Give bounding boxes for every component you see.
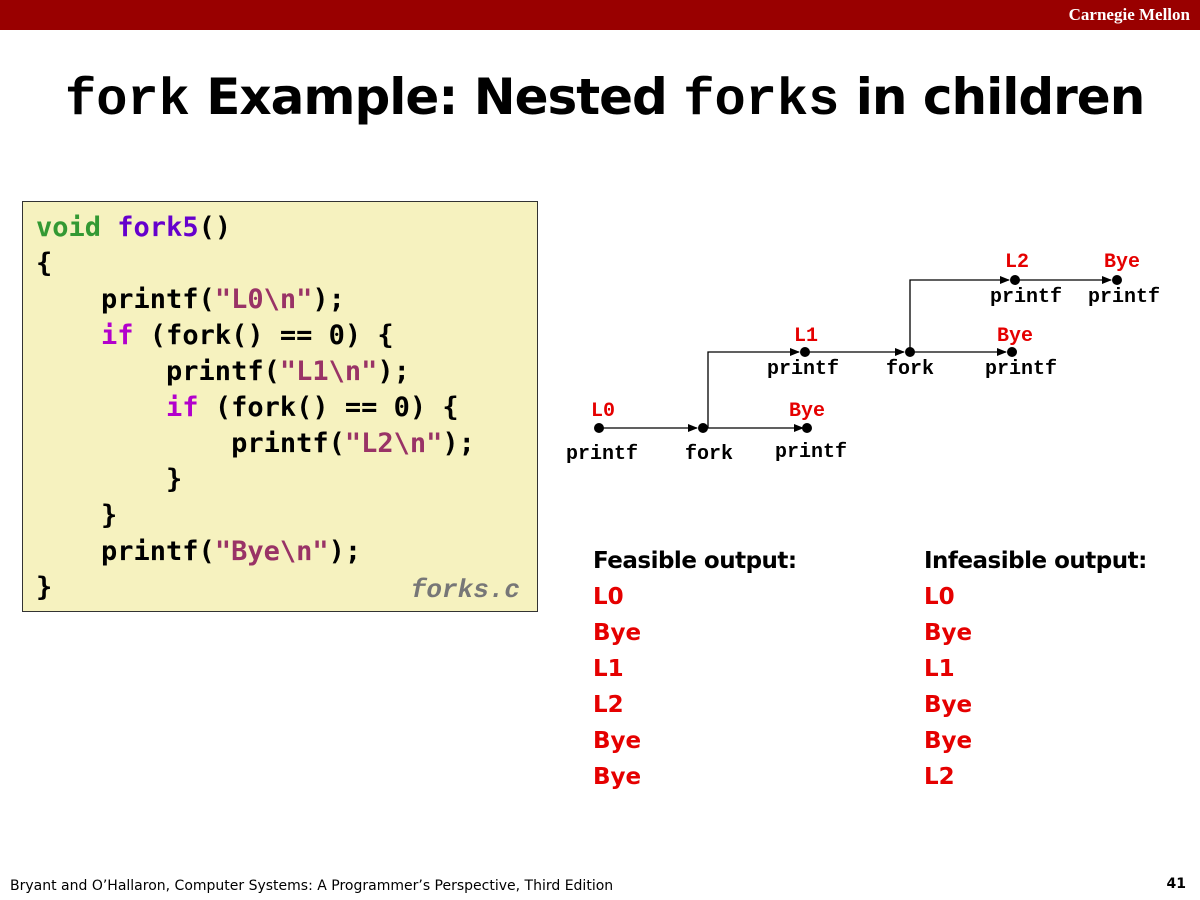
graph-edge-grandchild-1 <box>909 276 1010 352</box>
graph-node-child-printf-bye <box>1007 347 1017 357</box>
code-text: printf( <box>36 428 345 459</box>
code-text: ); <box>312 284 345 315</box>
graph-output-l2: L2 <box>1005 251 1029 274</box>
graph-output-bye-child: Bye <box>997 325 1033 348</box>
code-indent <box>36 320 101 351</box>
feasible-output-line: Bye <box>593 728 642 754</box>
code-string: "L1\n" <box>279 356 378 387</box>
code-box: void fork5() { printf("L0\n"); if (fork(… <box>22 201 538 612</box>
code-keyword: void <box>36 212 102 243</box>
title-code-fork: fork <box>65 71 190 130</box>
feasible-output-line: Bye <box>593 764 642 790</box>
code-text: (fork() == 0) { <box>198 392 459 423</box>
infeasible-output-line: L0 <box>924 584 955 610</box>
feasible-output-line: L0 <box>593 584 624 610</box>
graph-op-main-printf: printf <box>566 443 638 466</box>
page-number: 41 <box>1166 876 1186 892</box>
code-text: () <box>198 212 232 243</box>
code-filename: forks.c <box>410 575 520 605</box>
graph-node-child-fork <box>905 347 915 357</box>
graph-output-l1: L1 <box>794 325 818 348</box>
code-text: printf( <box>36 536 215 567</box>
graph-edge-child-1 <box>707 348 800 428</box>
graph-node-main-fork <box>698 423 708 433</box>
graph-op-child-printf: printf <box>767 358 839 381</box>
process-graph: L0 Bye L1 Bye L2 Bye printf fork printf … <box>566 251 1160 466</box>
feasible-output-heading: Feasible output: <box>593 548 797 574</box>
code-text: ); <box>328 536 362 567</box>
code-text: } <box>36 500 118 531</box>
graph-node-grandchild-printf-bye <box>1112 275 1122 285</box>
feasible-output-line: L2 <box>593 692 624 718</box>
graph-output-bye-main: Bye <box>789 400 825 423</box>
graph-op-grandchild-printf: printf <box>990 286 1062 309</box>
feasible-output-line: L1 <box>593 656 624 682</box>
code-text: } <box>36 572 53 603</box>
title-code-forks: forks <box>683 71 840 130</box>
code-string: "L0\n" <box>214 284 313 315</box>
title-text-1: Example: Nested <box>189 68 684 126</box>
graph-output-bye-grandchild: Bye <box>1104 251 1140 274</box>
infeasible-output-line: Bye <box>924 620 973 646</box>
graph-op-grandchild-printf-bye: printf <box>1088 286 1160 309</box>
graph-node-child-printf <box>800 347 810 357</box>
code-text: printf( <box>36 356 280 387</box>
graph-node-main-printf-bye <box>802 423 812 433</box>
code-text: } <box>36 464 183 495</box>
graph-node-grandchild-printf <box>1010 275 1020 285</box>
graph-op-main-fork: fork <box>685 443 733 466</box>
brand-label: Carnegie Mellon <box>1068 5 1190 24</box>
code-text: (fork() == 0) { <box>133 320 394 351</box>
graph-op-main-printf-bye: printf <box>775 441 847 464</box>
graph-output-l0: L0 <box>591 400 615 423</box>
feasible-output-line: Bye <box>593 620 642 646</box>
infeasible-output-line: Bye <box>924 692 973 718</box>
code-text: ); <box>377 356 410 387</box>
infeasible-output-heading: Infeasible output: <box>924 548 1147 574</box>
code-indent <box>36 392 166 423</box>
slide-title: fork Example: Nested forks in children <box>65 68 1146 138</box>
footer-citation: Bryant and O’Hallaron, Computer Systems:… <box>10 878 614 894</box>
code-function-name: fork5 <box>117 212 199 243</box>
code-string: "L2\n" <box>344 428 443 459</box>
graph-node-main-printf <box>594 423 604 433</box>
infeasible-output-line: L1 <box>924 656 955 682</box>
code-keyword-if: if <box>101 320 134 351</box>
code-text: printf( <box>36 284 215 315</box>
code-keyword-if: if <box>166 392 199 423</box>
top-banner: Carnegie Mellon <box>0 0 1200 30</box>
graph-op-child-fork: fork <box>886 358 934 381</box>
infeasible-output-line: Bye <box>924 728 973 754</box>
code-text: { <box>36 248 53 279</box>
code-listing: void fork5() { printf("L0\n"); if (fork(… <box>36 210 475 606</box>
infeasible-output-line: L2 <box>924 764 955 790</box>
title-text-2: in children <box>839 68 1146 126</box>
graph-op-child-printf-bye: printf <box>985 358 1057 381</box>
code-text: ); <box>442 428 475 459</box>
code-string: "Bye\n" <box>214 536 329 567</box>
